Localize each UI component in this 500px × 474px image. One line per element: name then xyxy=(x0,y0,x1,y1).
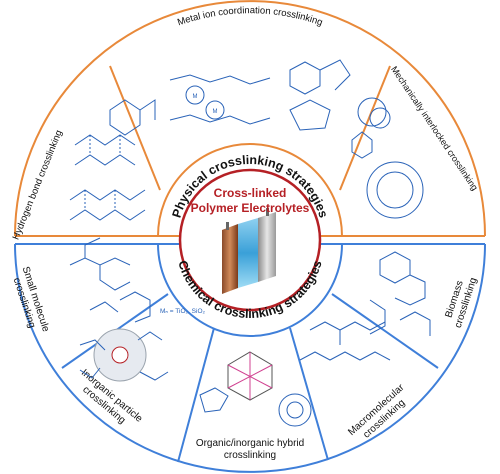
hbond-structure-drawing xyxy=(69,99,156,221)
divider-macro-biomass xyxy=(331,293,439,369)
metal-ion-label: Metal ion coordination crosslinking xyxy=(176,5,324,28)
hbond-label: Hydrogen bond crosslinking xyxy=(11,129,65,242)
physical-band-arc xyxy=(157,143,343,237)
mech-label: Mechanically interlocked crosslinking xyxy=(389,64,480,192)
mech-structure-drawing xyxy=(351,97,424,219)
divider-inorganic-hybrid xyxy=(177,327,215,463)
divider-hybrid-macro xyxy=(289,327,329,461)
hybrid-label: Organic/inorganic hybrid crosslinking xyxy=(196,438,304,461)
metal-ion-structure-drawing xyxy=(169,59,351,131)
metal-ion-glyph-2: M xyxy=(213,109,218,115)
metal-ion-glyph-1: M xyxy=(193,94,198,100)
terminal-right xyxy=(266,208,269,216)
inorganic-formula-label: Mₙ = TiO₂, SiO₂ xyxy=(160,308,205,315)
hybrid-label-line1: Organic/inorganic hybrid xyxy=(196,438,304,449)
biomass-label: Biomass crosslinking xyxy=(443,276,479,329)
hybrid-structure-drawing xyxy=(199,351,312,427)
small-molecule-drawing xyxy=(69,237,151,323)
inorganic-particle-drawing xyxy=(79,328,169,382)
chemical-outer-arc xyxy=(14,243,486,473)
center-title-line1: Cross-linked xyxy=(214,186,287,200)
small-molecule-label: Small molecule crosslinking xyxy=(11,265,52,333)
battery-cell-illustration xyxy=(222,208,276,294)
physical-outer-arc xyxy=(14,0,486,237)
strategy-band xyxy=(157,143,343,337)
macromolecular-drawing xyxy=(299,321,391,361)
divider-metal-mech xyxy=(339,65,391,191)
electrolyte-layer xyxy=(238,218,258,288)
hybrid-label-line2: crosslinking xyxy=(224,450,276,461)
copper-electrode xyxy=(222,224,238,294)
center-title-line2: Polymer Electrolytes xyxy=(191,201,310,215)
aluminum-electrode xyxy=(258,212,276,282)
biomass-drawing xyxy=(369,251,431,336)
chemical-band-arc xyxy=(157,243,343,337)
terminal-left xyxy=(226,222,229,230)
